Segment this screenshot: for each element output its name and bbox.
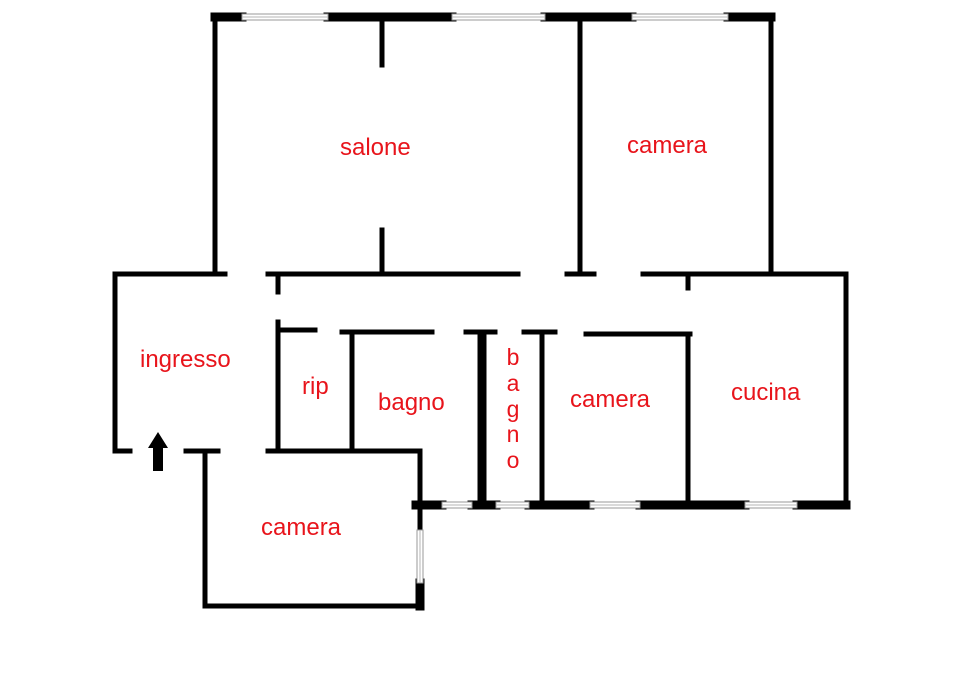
windows <box>241 13 798 584</box>
room-label-camera-bottom: camera <box>261 514 342 541</box>
bagno-letter-g: g <box>506 395 520 422</box>
bagno-letter-n: n <box>506 421 520 448</box>
room-label-camera-mid: camera <box>570 386 651 413</box>
room-label-cucina: cucina <box>731 379 801 406</box>
room-label-ingresso: ingresso <box>140 346 231 373</box>
bagno-letter-o: o <box>506 447 520 473</box>
room-label-bagno: bagno <box>378 389 445 416</box>
arrow-up-icon <box>148 432 168 471</box>
room-label-bagno-vertical: b a g n o <box>503 344 523 474</box>
bagno-letter-b: b <box>506 344 520 370</box>
room-label-rip: rip <box>302 373 329 400</box>
bagno-letter-a: a <box>506 369 520 396</box>
room-label-camera-top: camera <box>627 132 708 159</box>
walls <box>112 12 851 611</box>
room-label-salone: salone <box>340 134 411 161</box>
